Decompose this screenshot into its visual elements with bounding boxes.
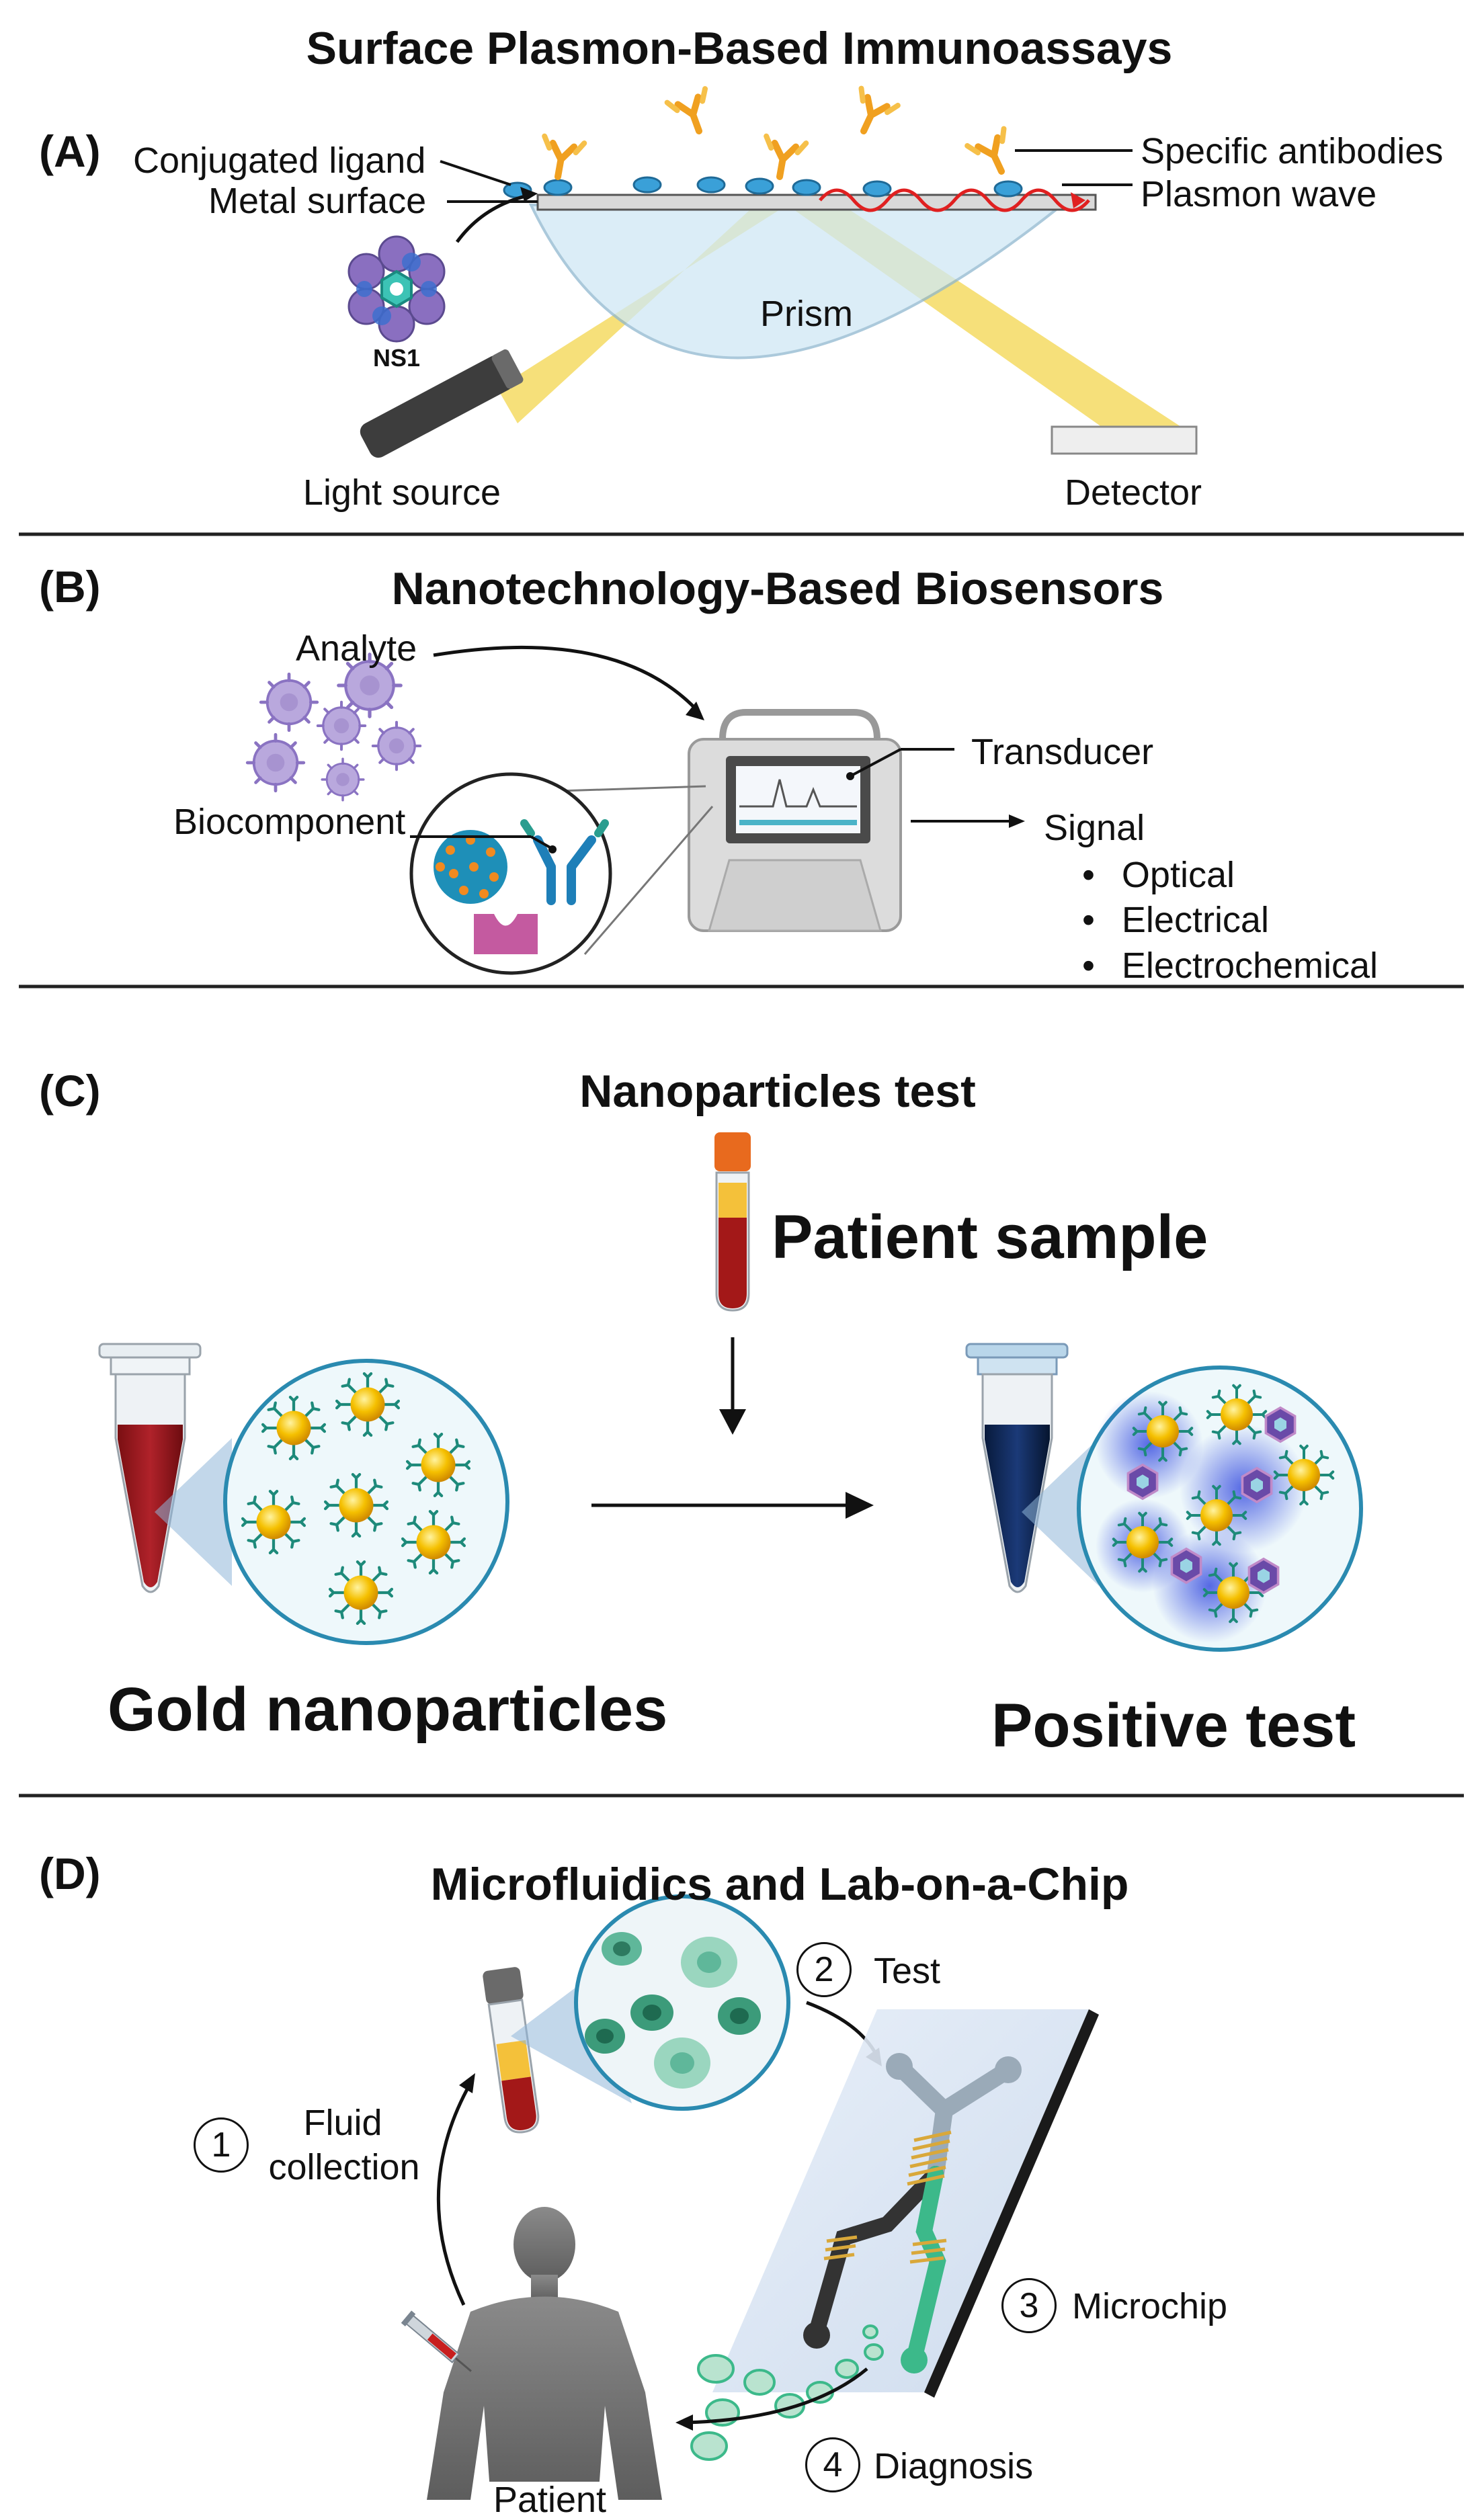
patient-label: Patient: [489, 2482, 611, 2518]
patient-sample-label: Patient sample: [772, 1203, 1208, 1271]
prism: [528, 204, 1066, 360]
plasmon-wave-label: Plasmon wave: [1141, 174, 1377, 214]
reaction-arrowhead: [846, 1492, 874, 1519]
biocomponent-leader-2: [530, 835, 552, 849]
sample-down-arrowhead: [719, 1409, 746, 1435]
gold-nanoparticle-tube: [98, 1343, 202, 1593]
signal-type-optical: Optical: [1082, 857, 1235, 893]
fluid-collection-tube: [483, 1967, 540, 2134]
gold-magnify-cone: [155, 1438, 232, 1586]
step-1-label-line1: Fluid: [303, 2103, 382, 2143]
biocomponent-dot: [548, 845, 557, 853]
signal-type-electrochemical: Electrochemical: [1082, 948, 1378, 984]
panel-d-letter: (D): [39, 1849, 101, 1898]
light-source-label: Light source: [302, 472, 501, 513]
panel-c-letter: (C): [39, 1066, 101, 1116]
analyte-viruses: [247, 655, 420, 802]
ligand-leader: [440, 160, 511, 186]
detector: [1051, 425, 1198, 455]
step-2-label: Test: [874, 1951, 941, 1991]
analyte-arrow: [433, 645, 700, 714]
cells: [585, 1932, 761, 2089]
panel-b-letter: (B): [39, 562, 101, 612]
step-4-label: Diagnosis: [874, 2446, 1034, 2486]
panel-b-title: Nanotechnology-Based Biosensors: [391, 563, 1164, 614]
ns1-protein: [347, 235, 446, 343]
syringe: [401, 2310, 472, 2372]
ns1-arrowhead: [520, 187, 538, 202]
ns1-arrow: [455, 193, 532, 243]
patient-sample-tube: [714, 1132, 751, 1312]
diagnosis-droplets: [690, 2324, 884, 2461]
plasmon-wave: [819, 188, 1090, 212]
analyte-arrowhead: [686, 702, 704, 720]
detector-label: Detector: [1064, 472, 1202, 513]
panel-c-graphic: [98, 1132, 1363, 1652]
signal-type-electrical: Electrical: [1082, 902, 1269, 938]
biocomponent-antibody: [520, 819, 609, 905]
signal-arrowhead: [1009, 814, 1025, 828]
panel-d-graphic: [401, 1894, 1099, 2500]
diagnosis-arrowhead: [675, 2414, 693, 2431]
magnifier-line-bottom: [583, 806, 714, 955]
specific-antibodies-label: Specific antibodies: [1141, 131, 1444, 171]
collection-arrowhead: [459, 2073, 475, 2093]
panel-c-title: Nanoparticles test: [579, 1066, 976, 1117]
biocomponent-magnifier: [409, 772, 612, 975]
transducer-device: [688, 709, 902, 932]
biocomponent-label: Biocomponent: [173, 802, 406, 842]
specific-antibodies: [538, 89, 1020, 181]
transducer-dot: [846, 772, 854, 780]
microchip: [712, 2009, 1099, 2398]
ns1-label: NS1: [372, 344, 421, 372]
prism-label: Prism: [760, 294, 853, 334]
incident-light-beam: [497, 195, 803, 423]
metal-surface-label: Metal surface: [208, 181, 427, 221]
conjugated-ligand-label: Conjugated ligand: [133, 140, 426, 181]
panel-a-graphic: [347, 89, 1198, 458]
step-1-number: 1: [194, 2117, 249, 2173]
light-source: [360, 349, 524, 458]
step-3-number: 3: [1001, 2278, 1057, 2333]
signal-label: Signal: [1044, 808, 1145, 848]
positive-magnify-cone: [1022, 1438, 1099, 1586]
transducer-label: Transducer: [971, 732, 1154, 772]
transducer-leader: [850, 748, 901, 778]
positive-test-tube: [965, 1343, 1069, 1593]
panel-a-title: Surface Plasmon-Based Immunoassays: [306, 23, 1173, 74]
biocomponent-receptor: [474, 914, 538, 954]
plasmon-arrowhead: [1071, 192, 1085, 208]
panel-d-title: Microfluidics and Lab-on-a-Chip: [430, 1859, 1129, 1910]
positive-test-label: Positive test: [991, 1691, 1356, 1760]
step-4-number: 4: [805, 2437, 860, 2492]
patient-silhouette: [427, 2207, 662, 2500]
step-3-label: Microchip: [1072, 2286, 1228, 2326]
collection-arrow: [436, 2082, 473, 2306]
gold-nanoparticles-label: Gold nanoparticles: [108, 1675, 668, 1744]
step-1-label-line2: collection: [268, 2147, 420, 2187]
diagnosis-arrow: [685, 2367, 868, 2425]
biocomponent-nanoparticle: [434, 830, 507, 904]
analyte-label: Analyte: [296, 628, 417, 669]
step-2-number: 2: [796, 1942, 852, 1997]
panel-b-graphic: [247, 645, 1025, 975]
panel-a-letter: (A): [39, 126, 101, 176]
